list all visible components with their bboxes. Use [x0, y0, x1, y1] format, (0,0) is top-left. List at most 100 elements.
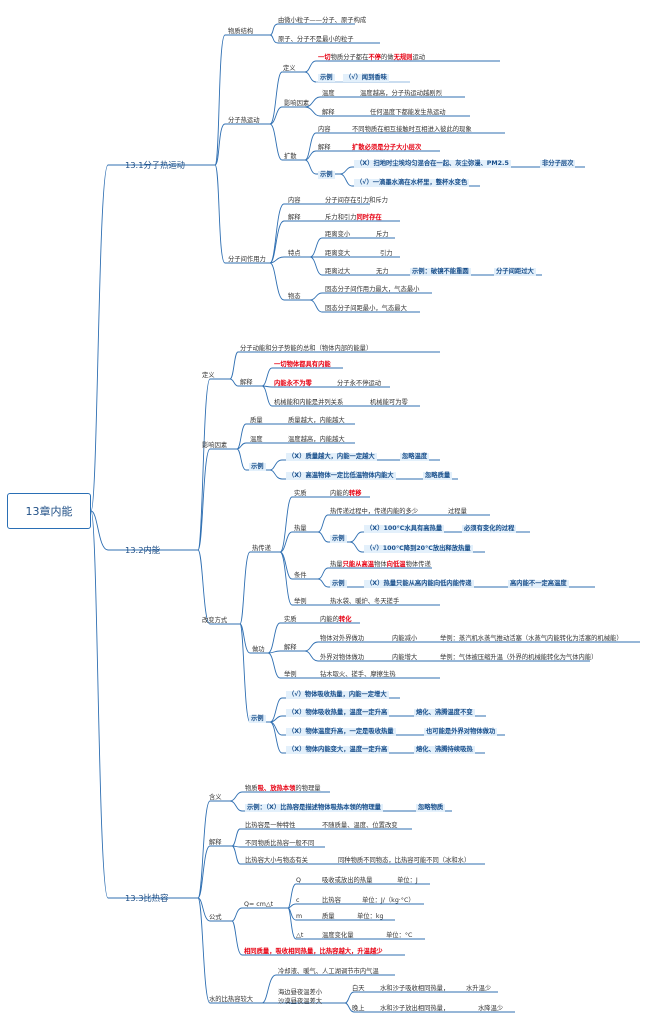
node-dist-far-r[interactable]: 无力 [376, 268, 389, 275]
node-motion-factor[interactable]: 影响因素 [284, 100, 310, 107]
node-ie-explain-b-r[interactable]: 分子永不停运动 [337, 380, 382, 387]
node-water-b-2[interactable]: 沙漠昼夜温差大 [278, 998, 323, 1005]
node-formula-note[interactable]: 相同质量，吸收相同热量，比热容越大，升温越少 [244, 948, 383, 955]
node-force-explain-text[interactable]: 斥力和引力同时存在 [325, 214, 382, 221]
node-force-explain[interactable]: 解释 [288, 214, 301, 221]
node-ie-temp[interactable]: 温度 [250, 436, 263, 443]
node-ie-explain-b[interactable]: 内能永不为零 [274, 380, 312, 387]
node-ie-explain-a[interactable]: 一切物体都具有内能 [274, 361, 331, 368]
section-13-2-title[interactable]: 13.2内能 [125, 545, 161, 555]
node-force-feature[interactable]: 特点 [288, 250, 301, 257]
node-ie-def-text[interactable]: 分子动能和分子势能的总和（物体内部的能量） [240, 345, 373, 352]
node-heat-def[interactable]: 热传递过程中，传递内能的多少 [330, 508, 419, 515]
node-force[interactable]: 分子间作用力 [228, 256, 266, 263]
node-work-exam-text[interactable]: 钻木取火、搓手、摩擦生热 [320, 671, 396, 678]
node-ie-factor-example-1-tag[interactable]: 忽略温度 [400, 453, 430, 461]
node-ie-example-1[interactable]: （√）物体吸收热量，内能一定增大 [286, 691, 389, 699]
node-diffusion-explain[interactable]: 解释 [318, 144, 331, 151]
node-night[interactable]: 晚上 [352, 1005, 365, 1012]
node-water-a[interactable]: 冷却液、暖气、人工湖调节市内气温 [278, 968, 379, 975]
node-heat-example-1-tag[interactable]: 必须有变化的过程 [462, 525, 517, 533]
node-ie-example-label[interactable]: 示例 [249, 715, 266, 723]
node-f-dt-unit[interactable]: 单位：°C [386, 932, 413, 939]
section-13-3-title[interactable]: 13.3比热容 [125, 893, 169, 903]
node-work[interactable]: 做功 [252, 646, 265, 653]
node-state-b[interactable]: 固态分子间距最小，气态最大 [325, 305, 407, 312]
node-work-out[interactable]: 物体对外界做功 [320, 635, 365, 642]
node-dist-large[interactable]: 距离变大 [325, 250, 351, 257]
node-heat[interactable]: 热量 [294, 525, 307, 532]
node-dist-small[interactable]: 距离变小 [325, 231, 351, 238]
node-motion-explain-text[interactable]: 任何温度下都能发生热运动 [370, 109, 446, 116]
node-ie-factor-example-label[interactable]: 示例 [249, 463, 266, 471]
node-work-essence[interactable]: 实质 [284, 616, 297, 623]
node-ie-example-2[interactable]: （X）物体吸收热量，温度一定升高 [286, 709, 390, 717]
node-sh-explain-3[interactable]: 比热容大小与物态有关 [245, 857, 308, 864]
node-heat-example-1[interactable]: （X）100°C水具有高热量 [364, 525, 445, 533]
node-ie-explain-c[interactable]: 机械能和内能是并列关系 [274, 399, 344, 406]
node-work-in[interactable]: 外界对物体做功 [320, 654, 365, 661]
node-work-essence-text[interactable]: 内能的转化 [320, 616, 352, 623]
node-diffusion-example-label[interactable]: 示例 [318, 171, 335, 179]
node-condition-example[interactable]: （X）热量只能从高内能向低内能传递 [364, 580, 474, 588]
node-motion-example[interactable]: （√）闻到香味 [343, 74, 389, 82]
node-sh-meaning-example[interactable]: 示例：（X）比热容是描述物体吸热本领的物理量 [245, 804, 383, 812]
node-ht-exam[interactable]: 举例 [294, 598, 307, 605]
node-diffusion-content[interactable]: 内容 [318, 126, 331, 133]
node-ie-example-4-tag[interactable]: 熔化、沸腾持续吸热 [414, 746, 475, 754]
node-structure[interactable]: 物质结构 [228, 28, 254, 35]
node-sh-explain-1[interactable]: 比热容是一种特性 [245, 822, 296, 829]
node-state-a[interactable]: 固态分子间作用力最大，气态最小 [325, 286, 420, 293]
node-work-out-r[interactable]: 内能减小 [392, 635, 418, 642]
node-night-r[interactable]: 水降温少 [478, 1005, 504, 1012]
node-ht-essence[interactable]: 实质 [294, 490, 307, 497]
node-sh-explain-1-r[interactable]: 不随质量、温度、位置改变 [322, 822, 398, 829]
node-f-c-unit[interactable]: 单位：J/（kg·°C） [362, 897, 415, 904]
node-f-q-unit[interactable]: 单位：J [397, 877, 418, 884]
node-sh-formula-main[interactable]: Q= cm△t [244, 901, 274, 908]
node-dist-large-r[interactable]: 引力 [380, 250, 393, 257]
node-sh-explain[interactable]: 解释 [209, 839, 222, 846]
section-13-1-title[interactable]: 13.1分子热运动 [125, 160, 185, 170]
node-f-c[interactable]: c [296, 897, 300, 904]
node-ie-change[interactable]: 改变方式 [202, 617, 228, 624]
node-heat-process[interactable]: 过程量 [448, 508, 467, 515]
node-ie-temp-text[interactable]: 温度越高，内能越大 [288, 436, 345, 443]
node-structure-b[interactable]: 原子、分子不是最小的粒子 [278, 36, 354, 43]
node-motion-def-text[interactable]: 一切物质分子都在不停的做无规则运动 [318, 54, 426, 61]
node-ie-mass[interactable]: 质量 [250, 417, 263, 424]
node-work-out-ex[interactable]: 举例：蒸汽机水蒸气推动活塞（水蒸气内能转化为活塞的机械能） [440, 635, 623, 642]
node-ht-exam-text[interactable]: 热水袋、暖炉、冬天搓手 [330, 598, 400, 605]
node-motion-temp-text[interactable]: 温度越高，分子热运动越剧烈 [360, 90, 442, 97]
node-work-in-ex[interactable]: 举例：气体被压缩升温（外界的机械能转化为气体内能） [440, 654, 598, 661]
node-ie-factor-example-1[interactable]: （X）质量越大，内能一定越大 [286, 453, 377, 461]
node-day-r[interactable]: 水升温少 [466, 985, 492, 992]
node-diffusion[interactable]: 扩散 [284, 153, 297, 160]
node-f-dt-meaning[interactable]: 温度变化量 [322, 932, 354, 939]
node-ie-explain[interactable]: 解释 [240, 379, 253, 386]
node-day-text[interactable]: 水和沙子吸收相同热量， [380, 985, 450, 992]
node-dist-far-example[interactable]: 示例：破镜不能重圆 [410, 268, 471, 276]
node-condition-example-label[interactable]: 示例 [330, 580, 347, 588]
node-motion[interactable]: 分子热运动 [228, 117, 260, 124]
node-ie-example-4[interactable]: （X）物体内能变大，温度一定升高 [286, 746, 390, 754]
node-motion-explain[interactable]: 解释 [322, 109, 335, 116]
node-condition[interactable]: 条件 [294, 572, 307, 579]
node-sh-meaning-text[interactable]: 物质吸、放热本领的物理量 [245, 785, 321, 792]
node-ie-explain-c-r[interactable]: 机械能可为零 [370, 399, 408, 406]
node-dist-far-tag[interactable]: 分子间距过大 [494, 268, 536, 276]
node-f-dt[interactable]: △t [296, 932, 304, 939]
node-diffusion-explain-text[interactable]: 扩散必须是分子大小层次 [352, 144, 422, 151]
node-ht-essence-text[interactable]: 内能的转移 [330, 490, 362, 497]
node-f-q-meaning[interactable]: 吸收或放出的热量 [322, 877, 373, 884]
node-dist-far[interactable]: 距离过大 [325, 268, 351, 275]
node-structure-a[interactable]: 由微小粒子——分子、原子构成 [278, 17, 367, 24]
node-sh-explain-3-r[interactable]: 同种物质不同物态，比热容可能不同（冰和水） [338, 857, 471, 864]
node-ie-factor-example-2[interactable]: （X）高温物体一定比低温物体内能大 [286, 472, 396, 480]
node-diffusion-example-1[interactable]: （X）扫地时尘埃均匀混合在一起、灰尘弥漫、PM2.5 [354, 160, 511, 168]
node-work-in-r[interactable]: 内能增大 [392, 654, 418, 661]
node-force-content-text[interactable]: 分子间存在引力和斥力 [325, 197, 388, 204]
node-motion-def[interactable]: 定义 [283, 65, 296, 72]
node-f-q[interactable]: Q [296, 877, 301, 884]
node-ie-example-3-tag[interactable]: 也可能是外界对物体做功 [424, 728, 498, 736]
